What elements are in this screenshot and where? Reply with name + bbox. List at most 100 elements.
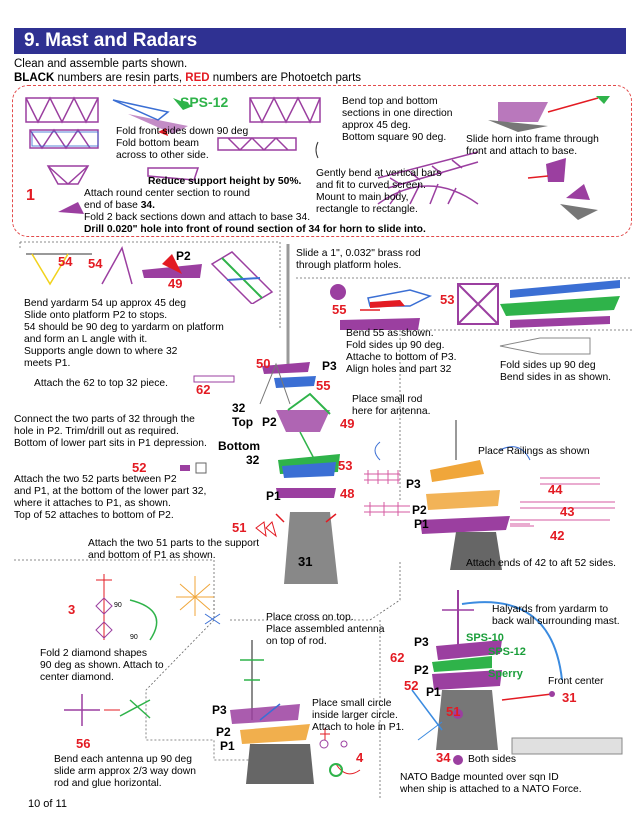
sperry-label: Sperry: [488, 668, 523, 680]
antenna-drawings: [64, 694, 151, 726]
yard-line-1: Bend yardarm 54 up approx 45 deg: [24, 298, 186, 309]
attach52-2: and P1, at the bottom of the lower part …: [14, 486, 207, 497]
final-52: 52: [404, 678, 419, 693]
front-center: Front center: [548, 676, 604, 687]
bend-top-2: sections in one direction: [342, 108, 453, 119]
attach-round-2b: 34.: [140, 200, 156, 211]
intro-line-2: BLACK numbers are resin parts, RED numbe…: [14, 72, 361, 84]
attach-round-1: Attach round center section to round: [84, 188, 250, 199]
yard-line-3: 54 should be 90 deg to yardarm on platfo…: [24, 322, 224, 333]
place-rod-1: Place small rod: [352, 394, 423, 405]
both-sides: Both sides: [468, 754, 517, 765]
gently-bend-4: rectangle to rectangle.: [316, 204, 418, 215]
halyards-1: Halyards from yardarm to: [492, 604, 609, 615]
place-rod-2: here for antenna.: [352, 406, 431, 417]
center-52: 52: [132, 460, 147, 475]
section-title: 9. Mast and Radars: [14, 28, 626, 54]
cross-line-1: Place cross on top.: [266, 612, 354, 623]
diamond-line-1: Fold 2 diamond shapes: [40, 648, 148, 659]
part-53-label: 53: [440, 292, 455, 307]
yard-line-2: Slide onto platform P2 to stops.: [24, 310, 168, 321]
part55-line-1: Bend 55 as shown.: [346, 328, 434, 339]
final-62: 62: [390, 650, 405, 665]
center-62: 62: [196, 382, 211, 397]
intro-mid: numbers are resin parts,: [54, 72, 186, 84]
final-sps12: SPS-12: [488, 646, 526, 658]
yard-line-6: meets P1.: [24, 358, 71, 369]
gently-bend-3: Mount to main body,: [316, 192, 409, 203]
bottom-assembly-drawings: [230, 640, 361, 784]
part-4-label: 4: [356, 750, 364, 765]
yard-line-5: Supports angle down to where 32: [24, 346, 178, 357]
attach51-1: Attach the two 51 parts to the support: [88, 538, 260, 549]
top-panel-drawings: [25, 96, 610, 220]
connect-1: Connect the two parts of 32 through the: [14, 414, 195, 425]
mast-assembly-drawings: [180, 244, 340, 584]
center-p2: P2: [262, 415, 277, 429]
circle-line-3: Attach to hole in P1.: [312, 722, 405, 733]
part-1-label: 1: [26, 187, 35, 204]
intro-end: numbers are Photoetch parts: [209, 72, 362, 84]
cross-line-3: on top of rod.: [266, 636, 327, 647]
part55-drawings: [330, 280, 620, 355]
bottom-label: Bottom: [218, 439, 260, 453]
center-48: 48: [340, 486, 355, 501]
top-label: Top: [232, 415, 254, 429]
final-31: 31: [562, 690, 577, 705]
attach52-1: Attach the two 52 parts between P2: [14, 474, 177, 485]
reduce-support: Reduce support height by 50%.: [148, 176, 302, 187]
nato-1: NATO Badge mounted over sqn ID: [400, 772, 559, 783]
gently-bend-2: and fit to curved screen.: [316, 180, 426, 191]
deg-90a: 90: [114, 602, 122, 609]
final-assembly-drawings: [411, 590, 623, 765]
part55-line-3: Attache to bottom of P3.: [346, 352, 457, 363]
center-51: 51: [232, 520, 247, 535]
diamond-drawings: [95, 574, 221, 641]
fold-sides-1: Fold sides up 90 deg: [500, 360, 596, 371]
slide-horn-2: front and attach to base.: [466, 146, 578, 157]
yardarm-drawings: [26, 246, 274, 304]
center-55: 55: [316, 378, 331, 393]
fold-2-back: Fold 2 back sections down and attach to …: [84, 212, 311, 223]
part-3-label: 3: [68, 602, 76, 617]
final-p1: P1: [426, 685, 441, 699]
top-32: 32: [232, 401, 246, 415]
brass-rod-1: Slide a 1", 0.032" brass rod: [296, 248, 421, 259]
fold-front-2: Fold bottom beam: [116, 138, 199, 149]
attach52-3: where it attaches to P1, as shown.: [14, 498, 171, 509]
attach52-4: Top of 52 attaches to bottom of P2.: [14, 510, 174, 521]
bend-top-3: approx 45 deg.: [342, 120, 411, 131]
bend-top-4: Bottom square 90 deg.: [342, 132, 447, 143]
intro-black: BLACK: [14, 72, 55, 84]
rail-p3: P3: [406, 477, 421, 491]
center-53: 53: [338, 458, 353, 473]
yard-line-4: and form an L angle with it.: [24, 334, 148, 345]
intro-line-1: Clean and assemble parts shown.: [14, 58, 188, 70]
sps10-label: SPS-10: [466, 632, 504, 644]
antenna-line-2: slide arm approx 2/3 way down: [54, 766, 196, 777]
part55-line-4: Align holes and part 32: [346, 364, 452, 375]
top-panel-border: [12, 85, 632, 237]
cross-line-2: Place assembled antenna: [266, 624, 385, 635]
final-34: 34: [436, 750, 451, 765]
connect-2: hole in P2. Trim/drill out as required.: [14, 426, 179, 437]
circle-line-2: inside larger circle.: [312, 710, 398, 721]
halyards-2: back wall surrounding mast.: [492, 616, 620, 627]
circle-p3: P3: [212, 703, 227, 717]
center-31: 31: [298, 554, 313, 569]
connect-3: Bottom of lower part sits in P1 depressi…: [14, 438, 207, 449]
circle-line-1: Place small circle: [312, 698, 392, 709]
railings-drawings: [364, 420, 615, 570]
rail-42: 42: [550, 528, 565, 543]
part-56-label: 56: [76, 736, 91, 751]
center-p3: P3: [322, 359, 337, 373]
part-55-label: 55: [332, 302, 347, 317]
rail-43: 43: [560, 504, 575, 519]
bend-top-1: Bend top and bottom: [342, 96, 438, 107]
rail-44: 44: [548, 482, 563, 497]
fold-sides-2: Bend sides in as shown.: [500, 372, 612, 383]
yard-54b: 54: [88, 256, 103, 271]
final-51: 51: [446, 704, 461, 719]
yard-p2: P2: [176, 249, 191, 263]
attach51-2: and bottom of P1 as shown.: [88, 550, 216, 561]
